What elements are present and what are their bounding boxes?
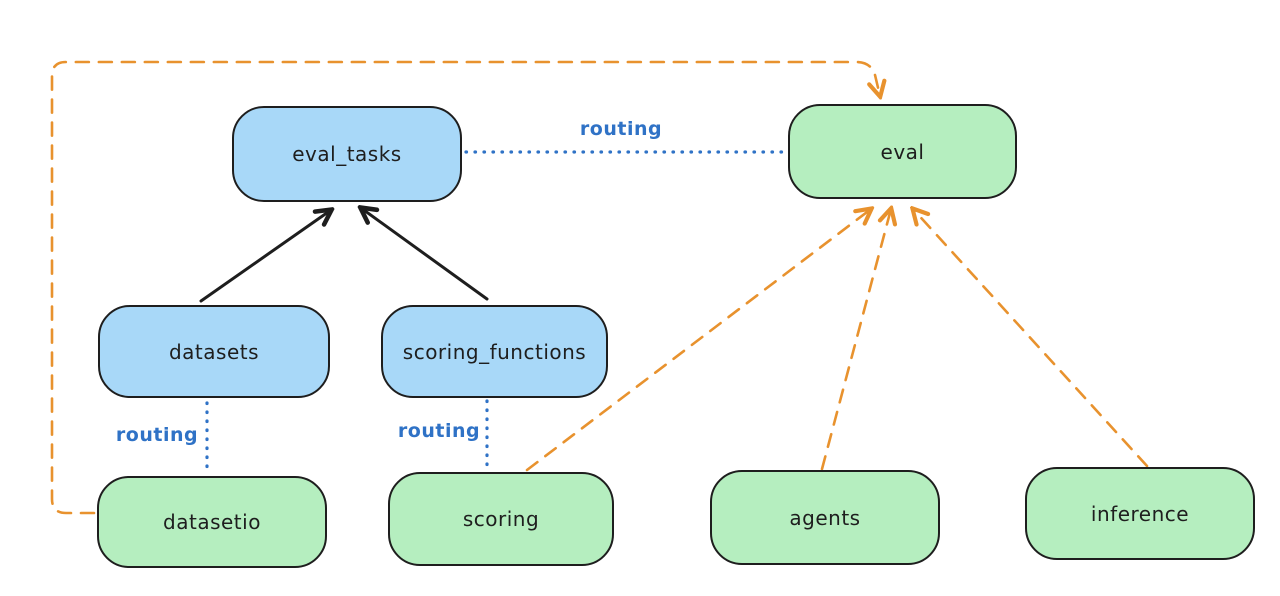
edge-datasetio-to-eval bbox=[50, 60, 880, 515]
node-inference-label: inference bbox=[1090, 501, 1190, 526]
node-scoring: scoring bbox=[388, 472, 614, 566]
edge-scoring-to-eval bbox=[525, 209, 871, 472]
edge-label-routing-top: routing bbox=[579, 118, 663, 140]
edge-datasets-to-eval_tasks bbox=[199, 210, 331, 303]
node-scoring_functions-label: scoring_functions bbox=[402, 339, 587, 364]
node-eval_tasks: eval_tasks bbox=[232, 106, 462, 202]
node-eval: eval bbox=[788, 104, 1017, 199]
node-scoring-label: scoring bbox=[462, 507, 540, 531]
edge-scoring_functions-to-eval_tasks bbox=[361, 208, 489, 301]
node-datasets: datasets bbox=[98, 305, 330, 398]
edge-agents-to-eval bbox=[820, 209, 891, 471]
node-inference: inference bbox=[1025, 467, 1255, 560]
node-eval_tasks-label: eval_tasks bbox=[292, 142, 402, 166]
node-agents-label: agents bbox=[789, 505, 861, 530]
node-datasets-label: datasets bbox=[168, 339, 260, 364]
edge-label-routing-datasets: routing bbox=[115, 424, 199, 446]
node-datasetio: datasetio bbox=[97, 476, 327, 568]
node-agents: agents bbox=[710, 470, 940, 565]
edge-inference-to-eval bbox=[913, 209, 1149, 468]
node-datasetio-label: datasetio bbox=[163, 510, 261, 534]
node-eval-label: eval bbox=[880, 139, 925, 164]
node-scoring_functions: scoring_functions bbox=[381, 305, 608, 398]
edge-label-routing-scoring: routing bbox=[397, 420, 481, 442]
